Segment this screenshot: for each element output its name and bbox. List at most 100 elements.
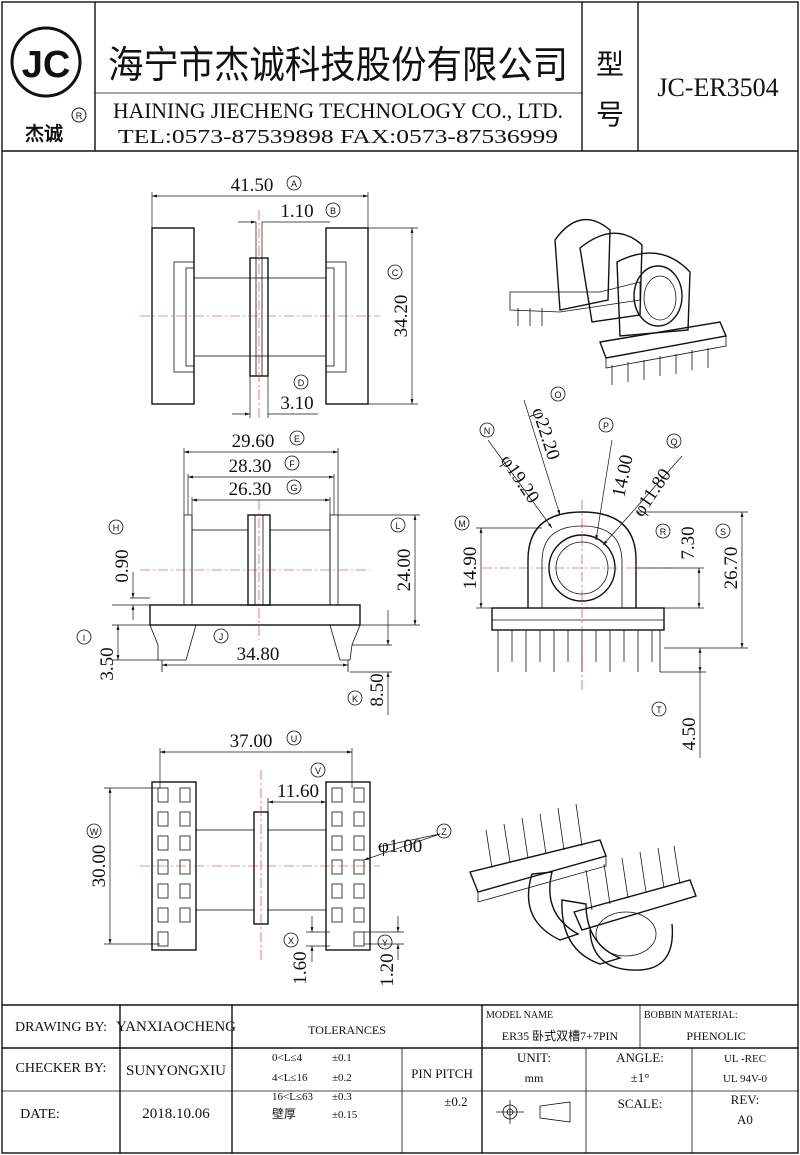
- dim-P: 14.00 P: [595, 417, 638, 541]
- svg-text:16<L≤63: 16<L≤63: [272, 1091, 313, 1103]
- dim-D: 3.10 D: [232, 374, 318, 418]
- dim-K-value: 8.50: [367, 673, 388, 706]
- svg-text:B: B: [330, 206, 336, 216]
- svg-text:C: C: [392, 268, 399, 278]
- ul-rec: UL -REC: [724, 1053, 766, 1065]
- svg-text:I: I: [83, 633, 86, 643]
- dim-M-value: 14.90: [460, 547, 481, 590]
- pin-pitch-label: PIN PITCH: [411, 1066, 473, 1081]
- scale-label: SCALE:: [618, 1096, 663, 1111]
- dim-G: 26.30 G: [191, 479, 331, 530]
- drawing-by-label: DRAWING BY:: [15, 1020, 107, 1035]
- dim-Q-value: φ11.80: [629, 465, 676, 521]
- dim-S-value: 26.70: [721, 547, 742, 590]
- title-block: DRAWING BY: YANXIAOCHENG CHECKER BY: SUN…: [2, 1004, 798, 1153]
- svg-text:±0.15: ±0.15: [332, 1109, 358, 1121]
- side-view: [482, 500, 680, 690]
- dim-T: 4.50 T: [651, 648, 706, 758]
- dim-T-value: 4.50: [679, 717, 700, 750]
- svg-text:H: H: [113, 523, 120, 533]
- dim-B-value: 1.10: [280, 201, 313, 222]
- company-name-en: HAINING JIECHENG TECHNOLOGY CO., LTD.: [113, 98, 563, 123]
- svg-text:±0.2: ±0.2: [332, 1072, 352, 1084]
- date-label: DATE:: [20, 1107, 60, 1122]
- dim-K: 8.50 K: [347, 610, 392, 715]
- dim-C-value: 34.20: [391, 295, 412, 338]
- dim-X: 1.60 X: [283, 916, 330, 985]
- dim-U-value: 37.00: [230, 731, 273, 752]
- svg-text:Q: Q: [670, 437, 677, 447]
- model-number: JC-ER3504: [657, 73, 778, 102]
- ul-94: UL 94V-0: [723, 1073, 768, 1085]
- dim-R-value: 7.30: [678, 526, 699, 559]
- svg-text:N: N: [484, 426, 491, 436]
- dim-H: 0.90 H: [108, 519, 150, 620]
- dim-D-value: 3.10: [280, 393, 313, 414]
- dim-X-value: 1.60: [290, 951, 311, 984]
- model-name-value: ER35 卧式双槽7+7PIN: [502, 1029, 619, 1043]
- svg-text:±0.1: ±0.1: [332, 1052, 352, 1064]
- svg-text:V: V: [315, 766, 321, 776]
- rev-value: A0: [737, 1112, 753, 1127]
- svg-text:S: S: [720, 527, 726, 537]
- rev-label: REV:: [731, 1092, 760, 1107]
- svg-text:F: F: [289, 459, 295, 469]
- svg-text:U: U: [291, 734, 298, 744]
- top-view: [140, 210, 380, 420]
- svg-text:G: G: [290, 483, 297, 493]
- dim-H-value: 0.90: [112, 549, 133, 582]
- dim-A-value: 41.50: [231, 175, 274, 196]
- svg-text:4<L≤16: 4<L≤16: [272, 1072, 308, 1084]
- dim-Z: φ1.00 Z: [363, 823, 452, 861]
- dim-R: 7.30 R: [636, 523, 704, 609]
- dim-V-value: 11.60: [277, 781, 319, 802]
- svg-text:K: K: [352, 694, 358, 704]
- svg-text:Y: Y: [382, 938, 388, 948]
- dim-I-value: 3.50: [97, 647, 118, 680]
- dim-J-value: 34.80: [237, 644, 280, 665]
- svg-text:X: X: [288, 936, 294, 946]
- dim-N-value: φ19.20: [496, 451, 543, 507]
- dim-V: 11.60 V: [267, 762, 327, 812]
- bobbin-material-value: PHENOLIC: [686, 1029, 745, 1043]
- dim-M: 14.90 M: [454, 515, 542, 609]
- dim-G-value: 26.30: [229, 479, 272, 500]
- dim-J: 34.80 J: [162, 628, 348, 667]
- bottom-view: [140, 770, 380, 960]
- svg-text:O: O: [554, 390, 561, 400]
- dim-S: 26.70 S: [636, 511, 748, 649]
- svg-text:J: J: [219, 632, 224, 642]
- dim-E-value: 29.60: [232, 431, 275, 452]
- front-view: [140, 500, 370, 672]
- angle-label: ANGLE:: [616, 1050, 664, 1065]
- dim-E: 29.60 E: [183, 430, 339, 515]
- svg-text:E: E: [294, 434, 300, 444]
- dim-L-value: 24.00: [394, 549, 415, 592]
- svg-text:A: A: [291, 179, 297, 189]
- registered-mark: R: [76, 111, 83, 121]
- dim-Y: 1.20 Y: [364, 916, 404, 987]
- model-label-1: 型: [596, 49, 624, 81]
- checker-by-label: CHECKER BY:: [16, 1061, 107, 1076]
- svg-text:W: W: [90, 827, 99, 837]
- dim-B: 1.10 B: [238, 201, 341, 258]
- dim-U: 37.00 U: [159, 730, 353, 788]
- dim-Z-value: φ1.00: [378, 836, 422, 857]
- model-name-label: MODEL NAME: [486, 1010, 553, 1021]
- dim-W-value: 30.00: [89, 845, 110, 888]
- tolerances-label: TOLERANCES: [308, 1023, 386, 1037]
- svg-text:D: D: [298, 378, 305, 388]
- pin-pitch-value: ±0.2: [444, 1094, 467, 1109]
- dim-F-value: 28.30: [229, 456, 272, 477]
- model-label-2: 号: [596, 100, 624, 131]
- isometric-view-top: [509, 218, 727, 385]
- date-value: 2018.10.06: [142, 1106, 210, 1122]
- logo-letters: JC: [22, 44, 71, 86]
- checker-by-value: SUNYONGXIU: [126, 1063, 226, 1079]
- svg-text:T: T: [656, 705, 662, 715]
- svg-text:Z: Z: [441, 827, 447, 837]
- svg-text:壁厚: 壁厚: [272, 1106, 296, 1121]
- svg-text:R: R: [660, 527, 667, 537]
- dim-C: 34.20 C: [368, 227, 418, 405]
